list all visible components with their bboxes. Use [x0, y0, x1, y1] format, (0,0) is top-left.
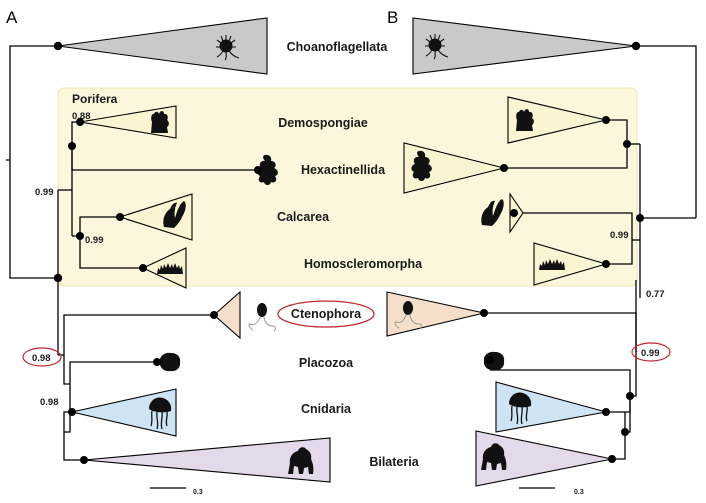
scale-label-b: 0.3: [574, 489, 584, 496]
cnidaria-clade-a: [71, 388, 177, 437]
support-b-calcarea-homo: 0.99: [610, 230, 629, 241]
porifera-label: Porifera: [72, 92, 118, 106]
label-choanoflagellata: Choanoflagellata: [287, 40, 389, 54]
choanoflagellata-clade-b: [412, 17, 637, 75]
label-demospongiae: Demospongiae: [278, 116, 368, 130]
taxon-labels: Choanoflagellata Demospongiae Hexactinel…: [277, 40, 423, 469]
support-b-porifera: 0.77: [646, 289, 665, 300]
ctenophora-highlight: [277, 300, 375, 328]
support-a-cnidaria: 0.98: [40, 397, 59, 408]
scale-label-a: 0.3: [193, 489, 203, 496]
support-a-porifera: 0.99: [35, 187, 54, 198]
support-b-ctenophora: 0.99: [641, 348, 660, 359]
comb-jelly-icon: [248, 302, 276, 332]
hexactinellida-clade-b: [403, 142, 505, 194]
label-hexactinellida: Hexactinellida: [301, 163, 386, 177]
support-b-ctenophora-highlight: [631, 342, 671, 362]
homoscleromorpha-clade-b: [533, 242, 608, 286]
tree-b: 0.99 0.77 0.99 0.3: [386, 17, 697, 496]
support-a-placozoa: 0.98: [32, 353, 51, 364]
panel-letter-b: B: [387, 8, 398, 27]
demospongiae-clade-b: [507, 96, 607, 144]
placozoan-icon: [159, 352, 181, 372]
support-a-placozoa-highlight: [22, 347, 62, 367]
label-placozoa: Placozoa: [299, 356, 354, 370]
label-homoscleromorpha: Homoscleromorpha: [304, 257, 423, 271]
label-calcarea: Calcarea: [277, 210, 330, 224]
bilateria-clade-b: [475, 430, 613, 487]
demosponge-icon: [516, 109, 534, 131]
demosponge-icon: [151, 111, 169, 133]
support-a-demospongiae: 0.88: [72, 111, 91, 122]
bilateria-clade-a: [83, 437, 331, 483]
tree-a: 0.88 0.99 0.99 0.98 0.98 0.3: [6, 17, 331, 496]
porifera-box: [57, 87, 638, 287]
label-ctenophora: Ctenophora: [291, 307, 362, 321]
support-a-calcarea-homo: 0.99: [85, 235, 104, 246]
label-bilateria: Bilateria: [369, 455, 419, 469]
ctenophora-clade-b: [386, 291, 485, 337]
label-cnidaria: Cnidaria: [301, 402, 352, 416]
panel-letter-a: A: [6, 8, 18, 27]
ctenophora-clade-a: [213, 290, 241, 340]
choanoflagellata-clade-a: [57, 17, 268, 75]
